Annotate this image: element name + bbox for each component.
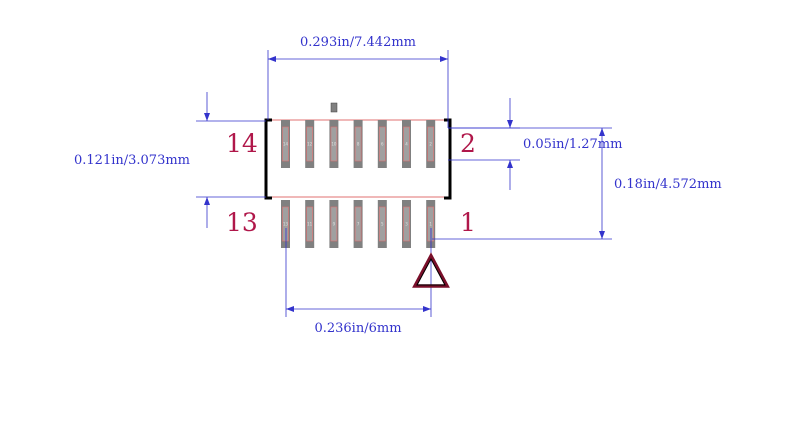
pad-top-10: 10 bbox=[329, 120, 339, 168]
dimension-label-pitch: 0.05in/1.27mm bbox=[523, 137, 622, 152]
dimension-body-height: 0.121in/3.073mm bbox=[74, 92, 266, 228]
pad-land bbox=[403, 126, 410, 162]
pad-number: 7 bbox=[357, 222, 360, 227]
pad-land bbox=[306, 206, 314, 242]
right-bracket bbox=[444, 118, 452, 200]
dimension-label-body-height: 0.121in/3.073mm bbox=[74, 153, 190, 168]
orientation-mark bbox=[330, 102, 338, 113]
dimension-label-body-width: 0.293in/7.442mm bbox=[300, 35, 416, 50]
pin-label-top-right: 2 bbox=[460, 129, 476, 158]
pad-land bbox=[354, 126, 362, 162]
pad-bottom-5: 5 bbox=[377, 200, 387, 248]
pin-label-top-left: 14 bbox=[226, 129, 258, 158]
pad-land bbox=[282, 126, 289, 162]
pad-number: 11 bbox=[307, 222, 313, 227]
pad-bottom-9: 9 bbox=[329, 200, 339, 248]
pad-top-2: 2 bbox=[426, 120, 436, 168]
pad-number: 12 bbox=[307, 142, 313, 147]
dimension-overall-height: 0.18in/4.572mm bbox=[432, 127, 722, 240]
pad-number: 10 bbox=[331, 142, 337, 147]
pin-labels: 14 2 13 1 bbox=[226, 129, 476, 237]
pad-bottom-3: 3 bbox=[402, 200, 411, 248]
triangle-marker-icon bbox=[412, 252, 450, 288]
pad-number: 5 bbox=[381, 222, 384, 227]
pad-land bbox=[354, 206, 362, 242]
pad-number: 2 bbox=[429, 142, 432, 147]
pad-bottom-11: 11 bbox=[305, 200, 315, 248]
pad-land bbox=[378, 126, 386, 162]
dimension-label-overall-height: 0.18in/4.572mm bbox=[614, 177, 722, 192]
pad-top-8: 8 bbox=[353, 120, 363, 168]
pad-number: 3 bbox=[405, 222, 408, 227]
pad-bottom-7: 7 bbox=[353, 200, 363, 248]
pad-land bbox=[330, 126, 338, 162]
pad-number: 1 bbox=[429, 222, 432, 227]
pad-land bbox=[427, 126, 435, 162]
pad-top-4: 4 bbox=[402, 120, 411, 168]
pad-top-12: 12 bbox=[305, 120, 315, 168]
dimension-label-pad-span: 0.236in/6mm bbox=[314, 321, 401, 336]
pad-number: 4 bbox=[405, 142, 408, 147]
pad-top-14: 14 bbox=[281, 120, 290, 168]
dimension-body-width: 0.293in/7.442mm bbox=[267, 35, 449, 128]
pin-label-bottom-left: 13 bbox=[226, 208, 258, 237]
pad-number: 9 bbox=[333, 222, 336, 227]
pad-number: 8 bbox=[357, 142, 360, 147]
pad-number: 14 bbox=[283, 142, 289, 147]
left-bracket bbox=[264, 118, 272, 200]
pad-row-bottom: 13 11 9 7 5 3 1 bbox=[281, 200, 436, 248]
pad-land bbox=[306, 126, 314, 162]
pad-bottom-13: 13 bbox=[281, 200, 290, 248]
pad-land bbox=[282, 206, 289, 242]
pad-land bbox=[378, 206, 386, 242]
pad-land bbox=[403, 206, 410, 242]
pad-land bbox=[330, 206, 338, 242]
pin-label-bottom-right: 1 bbox=[460, 208, 476, 237]
pad-top-6: 6 bbox=[377, 120, 387, 168]
pad-number: 6 bbox=[381, 142, 384, 147]
pad-number: 13 bbox=[283, 222, 289, 227]
pad-row-top: 14 12 10 8 6 4 2 bbox=[281, 120, 436, 168]
dimension-pad-span: 0.236in/6mm bbox=[285, 228, 432, 336]
